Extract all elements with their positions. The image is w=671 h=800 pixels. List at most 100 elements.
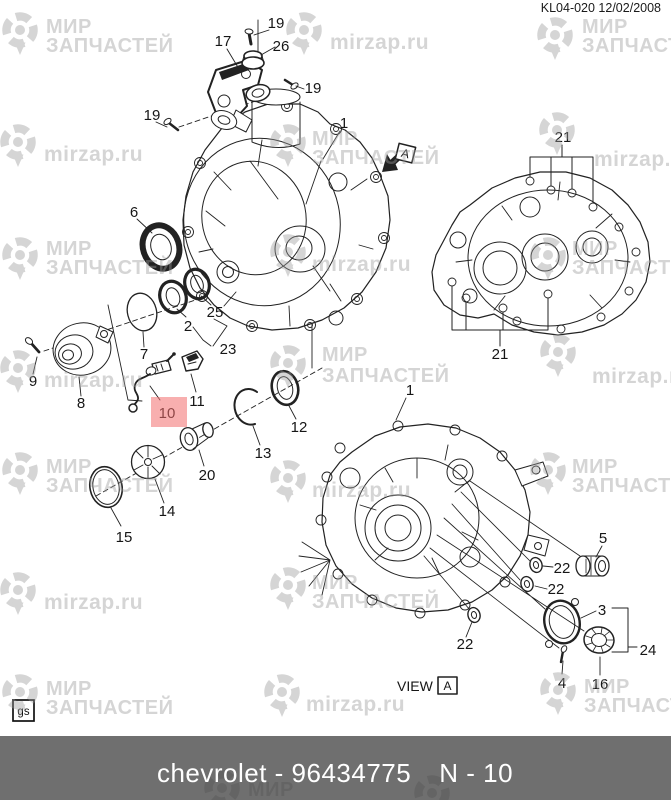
seal-22b (520, 575, 534, 593)
brand-pin-icon (541, 335, 575, 377)
view-label: VIEW A (397, 676, 458, 695)
snap-ring-13 (233, 387, 258, 426)
brand-pin-icon (271, 568, 305, 610)
watermark-tile: МИР ЗАПЧАСТЕЙ (3, 238, 173, 280)
callout-11: 11 (189, 393, 205, 410)
transaxle-housing-bottom (298, 420, 550, 619)
retainer-ring-3 (543, 598, 581, 648)
footer-sheet-number: N - 10 (439, 758, 513, 788)
callout-22a: 22 (554, 560, 571, 577)
differential-fan-ribs (298, 541, 331, 596)
shaft-plug-20 (179, 421, 214, 451)
footer-bar: МИР chevrolet - 96434775 N - 10 (0, 736, 671, 800)
svg-text:МИР: МИР (248, 779, 294, 800)
svg-text:mirzap.ru: mirzap.ru (594, 148, 671, 171)
watermark-tile: МИР ЗАПЧАСТЕЙ (271, 568, 439, 613)
bolt-19c (163, 117, 180, 132)
seal-22a (529, 556, 543, 574)
svg-text:МИР: МИР (322, 344, 368, 366)
svg-text:mirzap.ru: mirzap.ru (312, 253, 411, 276)
svg-text:ЗАПЧАСТЕЙ: ЗАПЧАСТЕЙ (572, 255, 671, 279)
svg-text:mirzap.ru: mirzap.ru (44, 143, 143, 166)
callout-2: 2 (184, 318, 192, 335)
brand-pin-icon (287, 13, 321, 55)
callout-17: 17 (215, 33, 232, 50)
sensor-harness-10 (128, 352, 176, 413)
watermark-tile: mirzap.ru (1, 125, 143, 167)
view-ref: A (443, 679, 451, 693)
watermark-tile: mirzap.ru (1, 573, 143, 615)
brand-pin-icon (3, 238, 37, 280)
watermark-tile: МИР ЗАПЧАСТЕЙ (271, 344, 449, 388)
callout-8: 8 (77, 395, 85, 412)
retainer-clip-11 (181, 350, 204, 372)
svg-text:ЗАПЧАСТЕЙ: ЗАПЧАСТЕЙ (46, 473, 173, 497)
ring-25 (183, 267, 211, 301)
callout-12: 12 (291, 419, 308, 436)
callout-20: 20 (199, 467, 216, 484)
callout-21b: 21 (492, 346, 509, 363)
callout-23: 23 (220, 341, 237, 358)
callout-9: 9 (29, 373, 37, 390)
brand-pin-icon (540, 113, 574, 155)
svg-text:mirzap.ru: mirzap.ru (592, 365, 671, 388)
svg-text:МИР: МИР (584, 676, 630, 698)
svg-text:ЗАПЧАСТЕЙ: ЗАПЧАСТЕЙ (46, 255, 173, 279)
watermark-tile: mirzap.ru (271, 461, 411, 503)
svg-text:ЗАПЧАСТЕЙ: ЗАПЧАСТЕЙ (584, 693, 671, 717)
brand-pin-icon (541, 673, 575, 715)
footer-part-line: chevrolet - 96434775 N - 10 (157, 758, 513, 788)
callout-13: 13 (255, 445, 272, 462)
callout-1a: 1 (340, 115, 348, 132)
svg-text:mirzap.ru: mirzap.ru (312, 479, 411, 502)
svg-text:mirzap.ru: mirzap.ru (306, 693, 405, 716)
bearing-16 (583, 626, 615, 654)
housing-ribs-bottom (359, 444, 479, 576)
svg-text:МИР: МИР (46, 238, 92, 260)
footer-part-number: chevrolet - 96434775 (157, 758, 411, 788)
brand-pin-icon (538, 18, 572, 60)
watermark-tile: МИР ЗАПЧАСТЕЙ (538, 16, 671, 60)
callout-22c: 22 (457, 636, 474, 653)
watermark-tile: МИР ЗАПЧАСТЕЙ (3, 13, 173, 57)
svg-text:МИР: МИР (46, 678, 92, 700)
brand-pin-icon (271, 461, 305, 503)
svg-text:ЗАПЧАСТЕЙ: ЗАПЧАСТЕЙ (572, 473, 671, 497)
watermark-brand: МИР (46, 16, 92, 38)
gasket-ring-15 (88, 465, 124, 509)
svg-text:МИР: МИР (312, 128, 358, 150)
spring-disc-14 (130, 444, 166, 480)
brand-pin-icon (271, 346, 305, 388)
exploded-diagram: 19 26 17 19 19 1 6 2 25 23 7 9 8 10 11 1… (12, 1, 661, 722)
brand-pin-icon (1, 573, 35, 615)
highlight-box (151, 397, 187, 427)
bolt-19a (244, 28, 254, 46)
svg-text:ЗАПЧАСТЕЙ: ЗАПЧАСТЕЙ (312, 589, 439, 613)
part-leader-lines (423, 480, 585, 649)
callout-25: 25 (207, 304, 224, 321)
watermark-tile: МИР ЗАПЧАСТЕЙ (3, 453, 173, 497)
watermark-tile: МИР ЗАПЧАСТЕЙ (531, 238, 671, 280)
footer-background (0, 736, 671, 800)
watermark-tile: МИР ЗАПЧАСТЕЙ (531, 453, 671, 497)
brand-pin-icon (3, 13, 37, 55)
svg-text:МИР: МИР (572, 238, 618, 260)
bolt-ears (315, 420, 511, 619)
svg-text:МИР: МИР (582, 16, 628, 38)
svg-text:ЗАПЧАСТЕЙ: ЗАПЧАСТЕЙ (46, 695, 173, 719)
watermark-site: mirzap.ru (330, 31, 429, 54)
footer-ghost-watermark: МИР (205, 771, 449, 800)
brand-pin-icon (265, 675, 299, 717)
callout-7: 7 (140, 346, 148, 363)
callout-6: 6 (130, 204, 138, 221)
callout-3: 3 (598, 602, 606, 619)
watermark-tile: МИР ЗАПЧАСТЕЙ (541, 673, 671, 717)
callout-14: 14 (159, 503, 176, 520)
callout-15: 15 (116, 529, 133, 546)
watermark-tile: mirzap.ru (540, 113, 671, 171)
ring-2 (158, 279, 188, 315)
callout-24: 24 (640, 642, 657, 659)
callout-19c: 19 (144, 107, 161, 124)
bushing-5 (575, 555, 610, 577)
